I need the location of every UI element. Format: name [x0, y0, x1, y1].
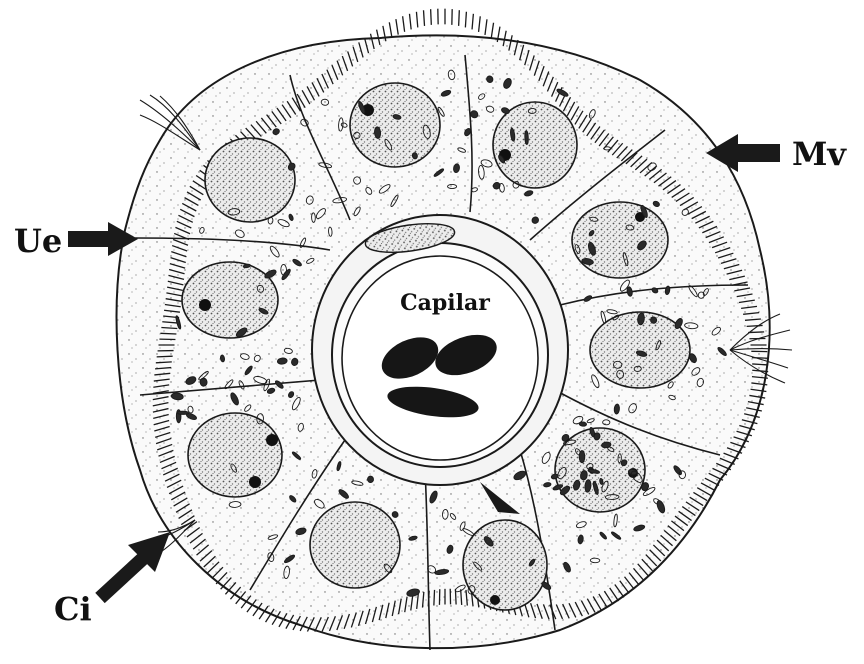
microvillus: [396, 19, 398, 35]
microvillus: [434, 590, 435, 606]
nucleus: [572, 202, 668, 278]
outer-edge-label: Ue: [14, 222, 62, 260]
nucleus: [493, 102, 577, 188]
microvillus: [485, 19, 487, 35]
nucleus: [182, 262, 278, 338]
microvillus: [472, 14, 473, 30]
nucleus: [463, 520, 547, 610]
microvillus: [424, 10, 425, 26]
organelle: [614, 404, 620, 414]
microvillus: [491, 23, 493, 39]
microvilli-label: Mv: [792, 135, 847, 173]
nucleus: [310, 502, 400, 588]
capillary: [312, 215, 568, 485]
microvillus: [465, 12, 466, 28]
microvillus: [403, 16, 405, 32]
microvillus: [416, 12, 417, 28]
organelle: [412, 152, 418, 159]
cilia-label: Ci: [54, 590, 92, 628]
organelle: [579, 422, 587, 427]
microvillus: [431, 9, 432, 25]
nucleus: [205, 138, 295, 222]
capillary-label: Capilar: [400, 290, 490, 316]
nucleus: [188, 413, 282, 497]
microvillus: [459, 10, 460, 26]
microvillus: [157, 356, 173, 357]
microvillus: [479, 16, 481, 32]
microvillus: [160, 333, 176, 334]
organelle: [367, 476, 374, 483]
microvillus: [409, 14, 411, 30]
organelle: [525, 131, 529, 145]
cilia-arrow: [100, 532, 170, 598]
microvillus: [389, 22, 392, 37]
organelle: [579, 451, 585, 463]
organelle: [177, 411, 188, 414]
